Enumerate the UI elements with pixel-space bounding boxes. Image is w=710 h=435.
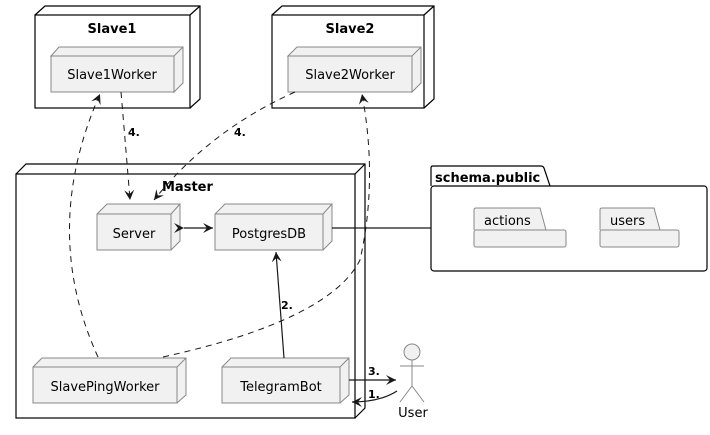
component-label: Server <box>113 227 156 242</box>
package-users[interactable]: users <box>599 207 680 248</box>
edge-slave2-server <box>153 91 296 201</box>
edge-ping-slave2 <box>162 93 371 358</box>
edge-label-4a: 4. <box>128 126 140 139</box>
actor-user[interactable]: User <box>398 343 428 421</box>
component-label: Slave1Worker <box>67 68 157 83</box>
component-telegrambot[interactable]: TelegramBot <box>221 357 350 404</box>
component-slave2worker[interactable]: Slave2Worker <box>286 46 422 94</box>
component-label: TelegramBot <box>239 380 322 395</box>
package-label: actions <box>484 214 531 229</box>
package-title: schema.public <box>435 171 540 186</box>
edge-label-3: 3. <box>368 365 380 378</box>
edge-user-bot <box>351 390 398 407</box>
edge-bot-db <box>271 251 285 359</box>
component-server[interactable]: Server <box>96 203 181 251</box>
component-postgresdb[interactable]: PostgresDB <box>214 203 333 251</box>
package-schema-public[interactable]: schema.public <box>430 165 708 272</box>
component-label: SlavePingWorker <box>51 380 161 395</box>
component-label: Slave2Worker <box>305 68 395 83</box>
package-label: users <box>610 214 645 229</box>
actor-label: User <box>398 406 428 421</box>
component-slavepingworker[interactable]: SlavePingWorker <box>32 357 187 404</box>
edge-label-1: 1. <box>368 388 380 401</box>
node-title-master: Master <box>162 180 213 195</box>
edge-label-2: 2. <box>281 299 293 312</box>
edge-label-4b: 4. <box>234 126 246 139</box>
component-label: PostgresDB <box>232 227 306 242</box>
node-title-slave1: Slave1 <box>88 22 137 37</box>
edge-ping-slave1 <box>69 93 101 358</box>
node-title-slave2: Slave2 <box>326 22 375 37</box>
edge-slave1-server <box>120 91 135 201</box>
package-actions[interactable]: actions <box>473 207 567 248</box>
component-slave1worker[interactable]: Slave1Worker <box>49 46 184 94</box>
